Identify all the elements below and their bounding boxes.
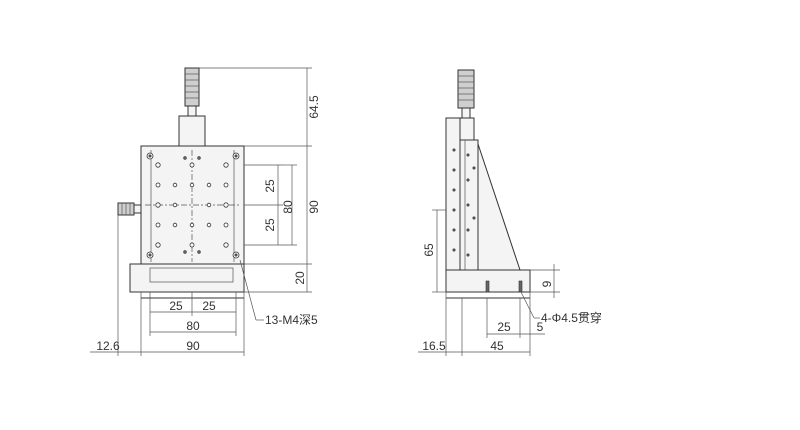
dim-knob-offset: 12.6 <box>96 339 120 353</box>
side-knob-barrel <box>459 117 475 141</box>
dim-table-width: 90 <box>186 339 200 353</box>
dim-hole-spacing-upper: 25 <box>263 179 277 193</box>
dim-base-height: 20 <box>293 271 307 285</box>
side-callout: 4-Φ4.5贯穿 <box>541 310 602 325</box>
side-view: 65 9 4-Φ4.5贯穿 25 5 16.5 45 <box>418 69 602 356</box>
dim-slot-spacing: 25 <box>497 320 511 334</box>
front-view: 64.5 25 25 80 90 20 25 25 80 90 12.6 13-… <box>90 67 321 356</box>
dim-hole-spacing-right: 25 <box>202 299 216 313</box>
front-knob-sleeve <box>187 105 197 117</box>
dim-height-knob: 64.5 <box>307 95 321 119</box>
dim-hole-span-vertical: 80 <box>281 200 295 214</box>
front-base <box>129 263 245 293</box>
dim-hole-height: 65 <box>422 243 436 257</box>
dim-hole-spacing-left: 25 <box>169 299 183 313</box>
side-holes <box>452 148 476 257</box>
dim-offset-left: 16.5 <box>422 339 446 353</box>
front-knob-barrel <box>178 115 206 147</box>
side-plate <box>445 117 461 293</box>
dim-slot-offset: 5 <box>537 320 544 334</box>
dim-hole-span-horizontal: 80 <box>186 319 200 333</box>
front-callout: 13-M4深5 <box>265 313 318 327</box>
dim-hole-spacing-lower: 25 <box>263 218 277 232</box>
dim-base-thickness: 9 <box>540 280 554 287</box>
dim-depth: 45 <box>490 339 504 353</box>
side-gusset <box>477 143 521 271</box>
front-holes <box>146 152 240 259</box>
dim-table-height: 90 <box>307 200 321 214</box>
